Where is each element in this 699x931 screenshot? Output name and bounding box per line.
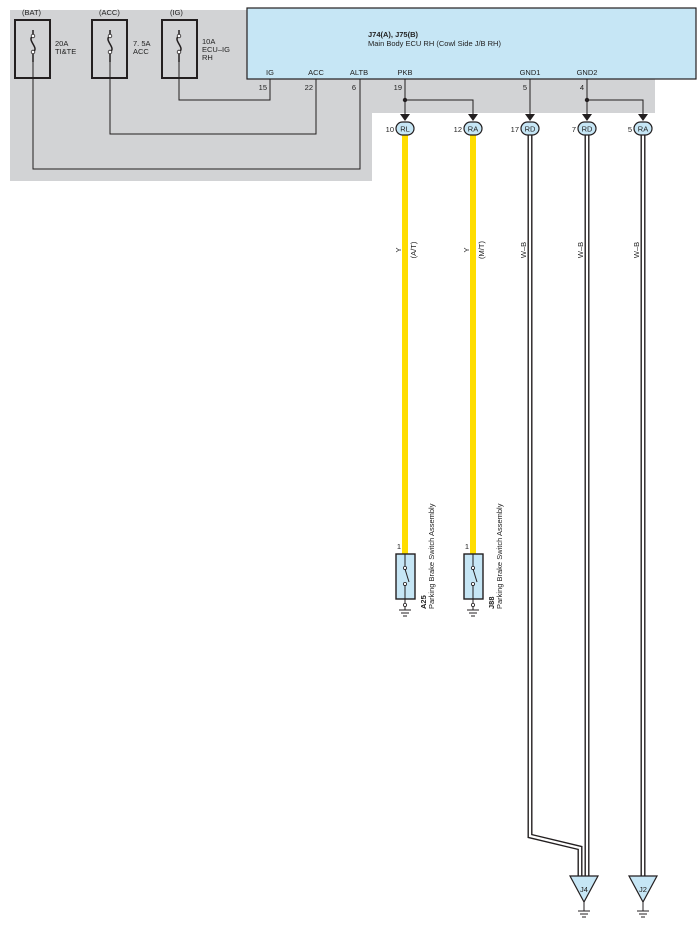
ecu-id: J74(A), J75(B) (368, 30, 419, 39)
fuse-ig (161, 19, 198, 79)
fuse-rating-bat: 20A (55, 39, 68, 48)
ecu-body (246, 7, 697, 80)
connector-pin-12: 12 (454, 125, 462, 134)
switch-pin-j88: 1 (465, 542, 469, 551)
splice-dot-gnd2 (584, 97, 590, 103)
pin-gnd2: 4 (580, 83, 584, 92)
wire-color-label-3: W–B (519, 242, 528, 258)
connector-oval-ra: RA (463, 121, 483, 136)
ground-symbol-j88 (467, 599, 479, 617)
svg-text:RA: RA (638, 125, 648, 134)
terminal-altb: ALTB (350, 68, 368, 77)
fuse-name-bat: TI&TE (55, 47, 76, 56)
svg-text:J2: J2 (639, 885, 647, 894)
connector-oval-ra-5: RA (633, 121, 653, 136)
ecu-title: Main Body ECU RH (Cowl Side J/B RH) (368, 39, 501, 48)
switch-id-a25: A25 (419, 595, 428, 609)
terminal-pkb: PKB (397, 68, 412, 77)
fuse-name-ig: ECU–IG (202, 45, 230, 54)
wire-color-label-4: W–B (576, 242, 585, 258)
connector-oval-rd-7: RD (577, 121, 597, 136)
pin-gnd1: 5 (523, 83, 527, 92)
connector-arrows (400, 114, 648, 121)
fuse-rating-ig: 10A (202, 37, 215, 46)
wire-color-label-1: Y (394, 247, 403, 252)
connector-oval-rd-17: RD (520, 121, 540, 136)
fuse-name2-ig: RH (202, 53, 213, 62)
switch-pin-a25: 1 (397, 542, 401, 551)
svg-text:RD: RD (582, 125, 593, 134)
fuse-source-acc: (ACC) (99, 8, 120, 17)
wire-color-label-5: W–B (632, 242, 641, 258)
ground-point-j4: J4 (568, 875, 600, 918)
wire-color-label-2: Y (462, 247, 471, 252)
svg-text:RL: RL (400, 125, 410, 134)
parking-brake-switch-a25 (395, 553, 416, 600)
fuse-acc (91, 19, 128, 79)
wire-note-label-2: (M/T) (477, 241, 486, 259)
switch-id-j88: J88 (487, 596, 496, 609)
wire-wb-gnd1 (527, 135, 583, 876)
ground-symbol-a25 (399, 599, 411, 617)
fuse-name-acc: ACC (133, 47, 149, 56)
splice-dot-pkb (402, 97, 408, 103)
pin-acc: 22 (305, 83, 313, 92)
pin-altb: 6 (352, 83, 356, 92)
parking-brake-switch-j88 (463, 553, 484, 600)
connector-oval-rl: RL (395, 121, 415, 136)
fuse-source-bat: (BAT) (22, 8, 42, 17)
pin-pkb: 19 (394, 83, 402, 92)
fuse-rating-acc: 7. 5A (133, 39, 151, 48)
connector-pin-5: 5 (628, 125, 632, 134)
terminal-acc: ACC (308, 68, 324, 77)
connector-pin-10: 10 (386, 125, 394, 134)
connector-pin-7: 7 (572, 125, 576, 134)
switch-name-j88: Parking Brake Switch Assembly (495, 503, 504, 609)
svg-text:J4: J4 (580, 885, 588, 894)
power-feed-lines (32, 62, 361, 170)
terminal-ig: IG (266, 68, 274, 77)
terminal-gnd1: GND1 (520, 68, 541, 77)
terminal-gnd2: GND2 (577, 68, 598, 77)
ground-point-j2: J2 (627, 875, 659, 918)
connector-pin-17: 17 (511, 125, 519, 134)
svg-text:RA: RA (468, 125, 478, 134)
wire-note-label-1: (A/T) (409, 241, 418, 258)
splice-lines (404, 79, 644, 114)
fuse-source-ig: (IG) (170, 8, 183, 17)
pin-ig: 15 (259, 83, 267, 92)
svg-text:RD: RD (525, 125, 536, 134)
fuse-bat (14, 19, 51, 79)
switch-name-a25: Parking Brake Switch Assembly (427, 503, 436, 609)
